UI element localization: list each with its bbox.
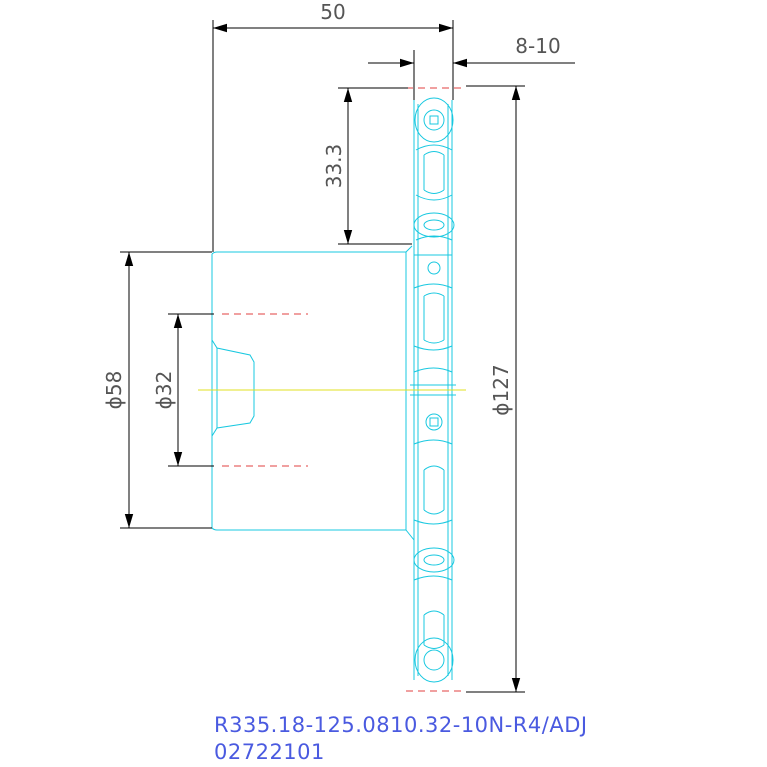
dim-label-8-10: 8-10 — [515, 34, 560, 58]
dimension-lines — [120, 20, 575, 693]
article-number-label: 02722101 — [214, 740, 325, 764]
centerlines — [222, 87, 466, 692]
part-number-label: R335.18-125.0810.32-10N-R4/ADJ — [214, 713, 588, 737]
dim-label-dia-127: ϕ127 — [489, 364, 513, 415]
hinge-leaf — [211, 245, 415, 541]
dim-label-33-3: 33.3 — [322, 144, 346, 189]
dim-label-dia-32: ϕ32 — [152, 371, 176, 410]
dim-label-50: 50 — [320, 0, 345, 24]
dim-label-dia-58: ϕ58 — [102, 371, 126, 410]
